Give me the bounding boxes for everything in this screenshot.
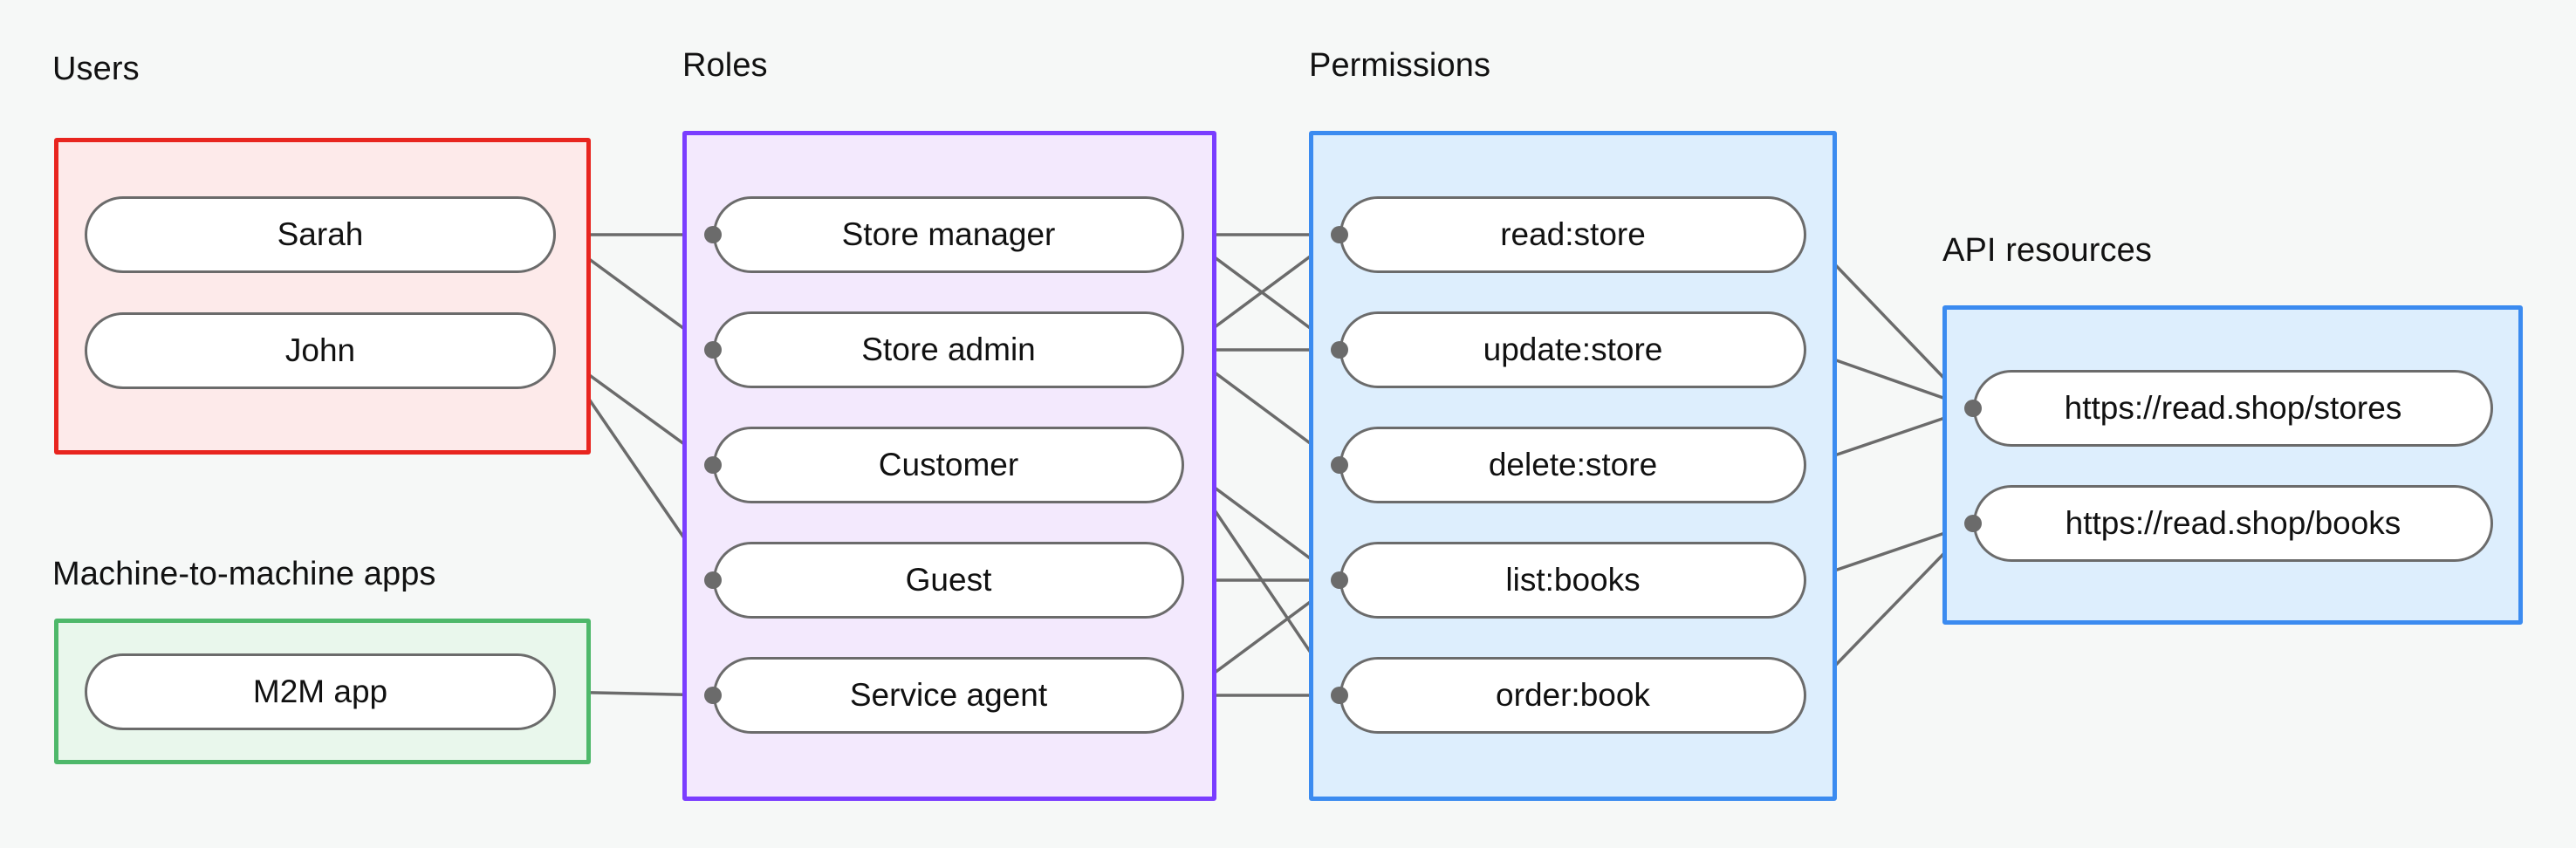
group-title-api_resources: API resources [1942,232,2152,269]
node-label-delete_store: delete:store [1488,447,1658,482]
port-dot-delete_store [1331,456,1348,474]
port-dot-guest [704,571,722,589]
group-title-users: Users [52,51,140,87]
node-sarah[interactable]: Sarah [85,196,556,273]
node-label-customer: Customer [878,447,1019,482]
node-label-john: John [284,332,356,368]
node-label-res_books: https://read.shop/books [2065,505,2401,541]
node-m2mapp[interactable]: M2M app [85,653,556,730]
node-store_admin[interactable]: Store admin [713,311,1184,388]
node-label-store_admin: Store admin [861,332,1036,367]
group-title-permissions: Permissions [1309,47,1491,84]
node-order_book[interactable]: order:book [1339,657,1806,734]
node-service_agent[interactable]: Service agent [713,657,1184,734]
node-delete_store[interactable]: delete:store [1339,427,1806,503]
port-dot-order_book [1331,687,1348,704]
node-label-guest: Guest [905,562,992,598]
group-box-api_resources [1942,305,2523,625]
node-label-read_store: read:store [1500,216,1646,252]
port-dot-update_store [1331,341,1348,359]
node-guest[interactable]: Guest [713,542,1184,619]
node-john[interactable]: John [85,312,556,389]
port-dot-res_books [1964,515,1982,532]
node-res_stores[interactable]: https://read.shop/stores [1973,370,2493,447]
node-label-list_books: list:books [1505,562,1641,598]
port-dot-store_manager [704,226,722,243]
port-dot-read_store [1331,226,1348,243]
node-customer[interactable]: Customer [713,427,1184,503]
node-label-sarah: Sarah [277,216,364,252]
node-label-res_stores: https://read.shop/stores [2064,390,2402,426]
port-dot-res_stores [1964,400,1982,417]
node-label-m2mapp: M2M app [252,674,388,709]
port-dot-service_agent [704,687,722,704]
group-title-m2m: Machine-to-machine apps [52,556,436,592]
group-title-roles: Roles [682,47,768,84]
node-update_store[interactable]: update:store [1339,311,1806,388]
node-read_store[interactable]: read:store [1339,196,1806,273]
node-label-service_agent: Service agent [849,677,1048,713]
port-dot-list_books [1331,571,1348,589]
node-list_books[interactable]: list:books [1339,542,1806,619]
port-dot-customer [704,456,722,474]
node-label-update_store: update:store [1483,332,1663,367]
port-dot-store_admin [704,341,722,359]
node-label-order_book: order:book [1496,677,1650,713]
group-box-users [54,138,591,455]
node-res_books[interactable]: https://read.shop/books [1973,485,2493,562]
node-store_manager[interactable]: Store manager [713,196,1184,273]
node-label-store_manager: Store manager [841,216,1056,252]
